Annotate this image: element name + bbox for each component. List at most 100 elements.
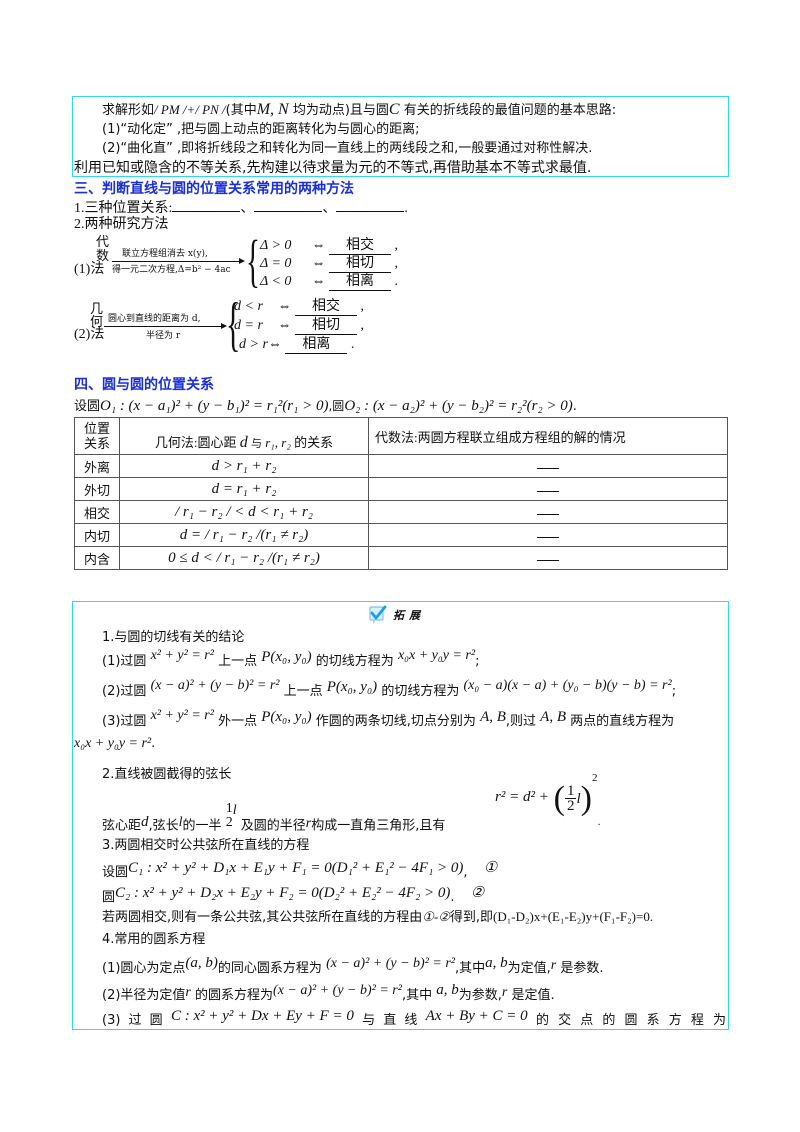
formula: l [576, 791, 581, 807]
formula: r [305, 815, 312, 831]
algebra-name-2: 数 [96, 248, 110, 263]
formula: x₀x + y₀y = r² [74, 736, 152, 751]
text: 的关系 [294, 435, 334, 450]
algebra-name-1: 代 [96, 234, 110, 249]
name-char: 法 [90, 262, 105, 277]
circles-setup: 设圆O₁ : (x − a₁)² + (y − b₁)² = r₁²(r₁ > … [74, 396, 577, 417]
text: 圆 [102, 890, 116, 905]
text: 构成一直角三角形,且有 [311, 818, 446, 834]
blank-2 [254, 197, 323, 212]
summary-line-1: 求解形如/ PM /+/ PN /(其中M, N 均为动点)且与圆C 有关的折线… [102, 100, 616, 121]
formula: (a, b) [185, 955, 218, 971]
left-brace: { [226, 291, 241, 357]
text: . [450, 890, 455, 905]
formula: (x₀ − a)(x − a) + (y₀ − b)(y − b) = r² [463, 678, 672, 693]
geometry-cell: 0 ≤ d < / r₁ − r₂ /(r₁ ≠ r₂) [119, 546, 369, 570]
answer: 相切 [295, 318, 357, 335]
text: 设圆 [74, 399, 101, 414]
denominator: 2 [225, 815, 233, 830]
text: 均为动点)且与圆 [292, 103, 389, 118]
sep: . [404, 201, 408, 216]
summary-line-4: 利用已知或隐含的不等关系,先构建以待求量为元的不等式,再借助基本不等式求最值. [74, 160, 592, 176]
formula: r [185, 985, 191, 1000]
formula: A, B [540, 709, 566, 725]
text: (1)过圆 [102, 654, 147, 669]
ext-s4-item3: (3) 过 圆 C : x² + y² + Dx + Ey + F = 0 与 … [102, 1008, 726, 1031]
cond: Δ < 0 [260, 274, 292, 289]
table-row: 内切 d = / r₁ − r₂ /(r₁ ≠ r₂) [74, 523, 728, 547]
table-row: 相交 / r₁ − r₂ / < d < r₁ + r₂ [74, 500, 728, 524]
checkbox-icon [369, 605, 387, 624]
formula: O₂ : (x − a₂)² + (y − b₂)² = r₂²(r₂ > 0) [344, 398, 573, 414]
text: ,则过 [505, 714, 537, 729]
text: 为定值, [507, 961, 551, 976]
formula: C₂ : x² + y² + D₂x + E₂y + F₂ = 0(D₂² + … [115, 885, 451, 901]
blank-3 [336, 197, 405, 212]
iff: ⇔ [277, 299, 292, 314]
ext-s4-item1: (1)圆心为定点(a, b)的同心圆系方程为 (x − a)² + (y − b… [102, 955, 604, 979]
formula: (D₁-D₂)x+(E₁-E₂)y+(F₁-F₂)=0. [493, 909, 654, 924]
end: , [360, 318, 365, 333]
formula: x² + y² = r² [150, 708, 214, 723]
algebra-cell [368, 454, 728, 478]
cond: d > r [239, 337, 268, 352]
text: 与 [250, 438, 262, 450]
formula: C [388, 101, 400, 118]
extension-box [72, 601, 729, 1030]
ext-s4-item2: (2)半径为定值r 的圆系方程为(x − a)² + (y − b)² = r²… [102, 982, 555, 1006]
formula: Ax + By + C = 0 [425, 1008, 528, 1024]
geometry-cell: d = / r₁ − r₂ /(r₁ ≠ r₂) [119, 523, 369, 547]
text: 及圆的半径 [240, 818, 306, 834]
circle-relation-table: 位置关系 几何法:圆心距 d 与 r₁, r₂ 的关系 代数法:两圆方程联立组成… [74, 417, 728, 570]
algebra-cell [368, 523, 728, 547]
geometry-name-2: 何 [90, 314, 104, 329]
geometry-index: (2)法 [74, 328, 104, 342]
text: ,弦长 [148, 818, 179, 834]
ext-s3-circle1: 设圆C₁ : x² + y² + D₁x + E₁y + F₁ = 0(D₁² … [102, 858, 497, 880]
text: 的同心圆系方程为 [217, 961, 322, 976]
formula: M, N [256, 101, 289, 118]
iff: ⇔ [311, 256, 326, 271]
cond: d < r [234, 299, 263, 314]
table-row: 内含 0 ≤ d < / r₁ − r₂ /(r₁ ≠ r₂) [74, 546, 728, 570]
text: (1)圆心为定点 [102, 961, 186, 976]
text: 位置 [83, 421, 110, 436]
geometry-name-1: 几 [90, 301, 104, 316]
index: (2) [74, 327, 91, 342]
answer-blank [537, 468, 559, 469]
text: . [597, 817, 601, 828]
cond: Δ > 0 [260, 238, 292, 253]
geometry-arrow-line [104, 326, 222, 327]
formula: d [141, 813, 149, 830]
positions-item: 1.三种位置关系:、、. [74, 197, 408, 219]
formula: (x − a)² + (y − b)² = r² [326, 956, 455, 971]
text: 的切线方程为 [381, 684, 460, 699]
formula: x² + y² = r² [150, 648, 214, 663]
geometry-case-2: d = r ⇔ 相切 , [234, 316, 364, 336]
text: 作圆的两条切线,切点分别为 [315, 714, 476, 729]
answer-blank [537, 491, 559, 492]
formula: a, b [485, 955, 508, 971]
text: ,其中 [454, 961, 486, 976]
text: 有关的折线段的最值问题的基本思路: [403, 103, 617, 118]
text: (其中 [225, 103, 257, 118]
text: 得到,即 [449, 910, 494, 925]
algebra-arrow-line [112, 261, 240, 262]
relation-cell: 内含 [74, 546, 120, 570]
text: 几何法:圆心距 [154, 435, 237, 450]
answer: 相离 [285, 337, 348, 354]
algebra-cell [368, 500, 728, 524]
text: 的圆系方程为 [195, 988, 274, 1003]
text: (2)过圆 [102, 684, 147, 699]
ext-s1-item2: (2)过圆 (x − a)² + (y − b)² = r² 上一点 P(x₀,… [102, 678, 676, 702]
formula: P(x₀, y₀) [261, 649, 312, 665]
text: 外一点 [218, 714, 258, 729]
text: 上一点 [218, 654, 258, 669]
formula: l [232, 802, 237, 818]
algebra-cell [368, 546, 728, 570]
paren-open: ( [553, 779, 565, 817]
text: 两点的直线方程为 [570, 714, 675, 729]
left-brace: { [246, 228, 260, 293]
